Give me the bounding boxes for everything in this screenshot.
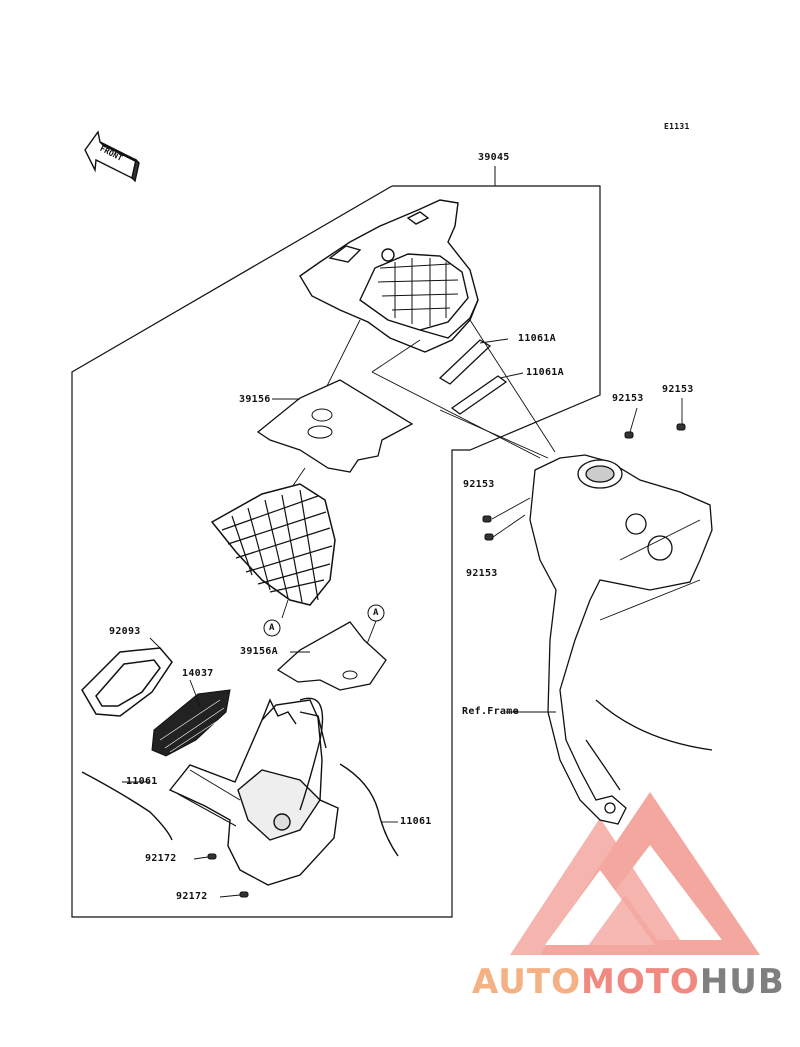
part-label-11061-2: 11061: [400, 816, 432, 827]
part-label-39045: 39045: [478, 152, 510, 163]
cover-92093: [81, 647, 173, 717]
screw-92153: [482, 423, 686, 541]
callout-a-1: [263, 619, 281, 637]
callout-a-label-1: A: [269, 623, 275, 633]
front-arrow-icon: [84, 130, 140, 183]
part-label-39156a: 39156A: [240, 646, 278, 657]
brand-moto: MOTO: [580, 962, 700, 1002]
part-label-11061-1: 11061: [126, 776, 158, 787]
upper-duct: [299, 199, 479, 353]
motorcycle-frame: [529, 454, 713, 825]
seal-strip-11061A: [438, 339, 508, 415]
part-label-92153-3: 92153: [463, 479, 495, 490]
part-label-92153-4: 92153: [466, 568, 498, 579]
watermark-logo: [510, 792, 760, 955]
pad-39156: [256, 379, 414, 473]
mesh-net-14037: [151, 689, 231, 757]
part-label-11061a-1: 11061A: [518, 333, 556, 344]
ref-frame-label: Ref.Frame: [462, 706, 519, 717]
part-label-92093: 92093: [109, 626, 141, 637]
part-label-92153-1: 92153: [612, 393, 644, 404]
brand-hub: HUB: [699, 962, 785, 1002]
watermark-brand: AUTOMOTOHUB: [472, 962, 785, 1002]
diagram-code: E1131: [664, 122, 690, 131]
screw-92172: [207, 853, 249, 898]
leader-lines: [122, 338, 556, 823]
pad-39156A: [276, 621, 387, 691]
part-label-39156: 39156: [239, 394, 271, 405]
callout-a-label-2: A: [373, 608, 379, 618]
part-label-92172-2: 92172: [176, 891, 208, 902]
part-label-92153-2: 92153: [662, 384, 694, 395]
mesh-filter: [210, 483, 336, 606]
part-label-92172-1: 92172: [145, 853, 177, 864]
assembly-outline: [71, 185, 601, 918]
brand-auto: AUTO: [472, 962, 581, 1002]
lower-housing: [168, 698, 339, 886]
part-label-14037: 14037: [182, 668, 214, 679]
part-label-11061a-2: 11061A: [526, 367, 564, 378]
hose-lines: [81, 697, 399, 857]
